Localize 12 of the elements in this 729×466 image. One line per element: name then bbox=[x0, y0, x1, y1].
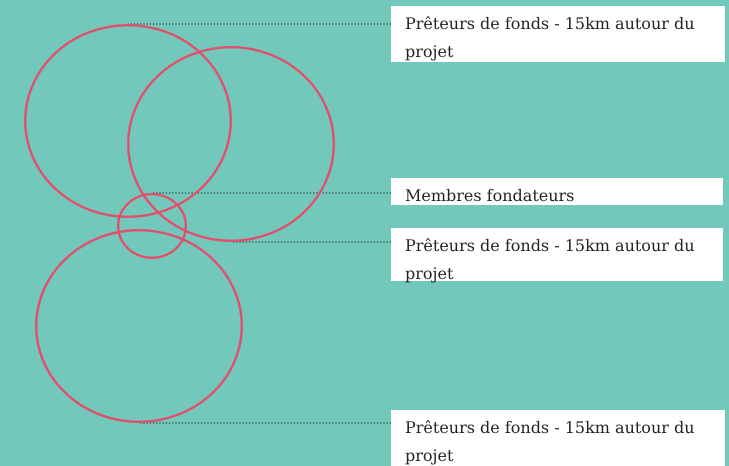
circle bbox=[117, 193, 187, 259]
label-box: Membres fondateurs bbox=[391, 178, 723, 205]
label-box: Prêteurs de fonds - 15km autour du projet bbox=[391, 228, 723, 281]
circle bbox=[24, 24, 232, 218]
circle bbox=[127, 46, 335, 242]
leader-line bbox=[231, 241, 391, 243]
label-box: Prêteurs de fonds - 15km autour du projet bbox=[391, 410, 725, 466]
label-box: Prêteurs de fonds - 15km autour du projet bbox=[391, 6, 725, 62]
leader-line bbox=[139, 422, 391, 424]
circle bbox=[35, 229, 243, 423]
leader-line bbox=[128, 23, 391, 25]
leader-line bbox=[152, 192, 391, 194]
